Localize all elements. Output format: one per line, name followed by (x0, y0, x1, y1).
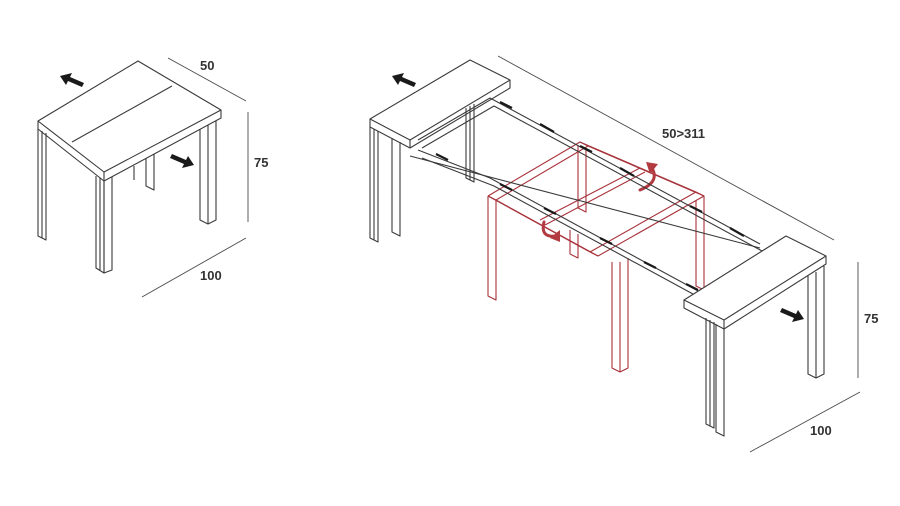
pull-arrow-icon (170, 154, 194, 168)
extended-table-right-end (683, 235, 827, 437)
rotate-arrow-icon (638, 166, 656, 192)
extended-depth-label: 100 (810, 423, 832, 438)
closed-width-label: 50 (200, 58, 214, 73)
support-leg (487, 196, 497, 301)
support-frame (487, 141, 705, 373)
extended-height-label: 75 (864, 311, 878, 326)
closed-depth-label: 100 (200, 268, 222, 283)
extension-rails (409, 97, 765, 301)
closed-table (37, 60, 222, 274)
pull-arrow-icon (60, 73, 84, 87)
support-leg (569, 230, 579, 259)
pull-arrow-icon (780, 308, 804, 322)
closed-dimension-lines (141, 57, 249, 298)
extended-pull-arrows (392, 73, 804, 322)
pull-arrow-icon (392, 73, 416, 87)
closed-table-leg-back (145, 154, 155, 191)
support-leg (695, 196, 705, 291)
extended-table-left-end (369, 59, 511, 243)
closed-pull-arrows (60, 73, 194, 168)
closed-table-seam (71, 85, 173, 143)
closed-height-label: 75 (254, 155, 268, 170)
extended-dimension-lines (497, 55, 861, 453)
extended-length-label: 50>311 (662, 126, 705, 141)
